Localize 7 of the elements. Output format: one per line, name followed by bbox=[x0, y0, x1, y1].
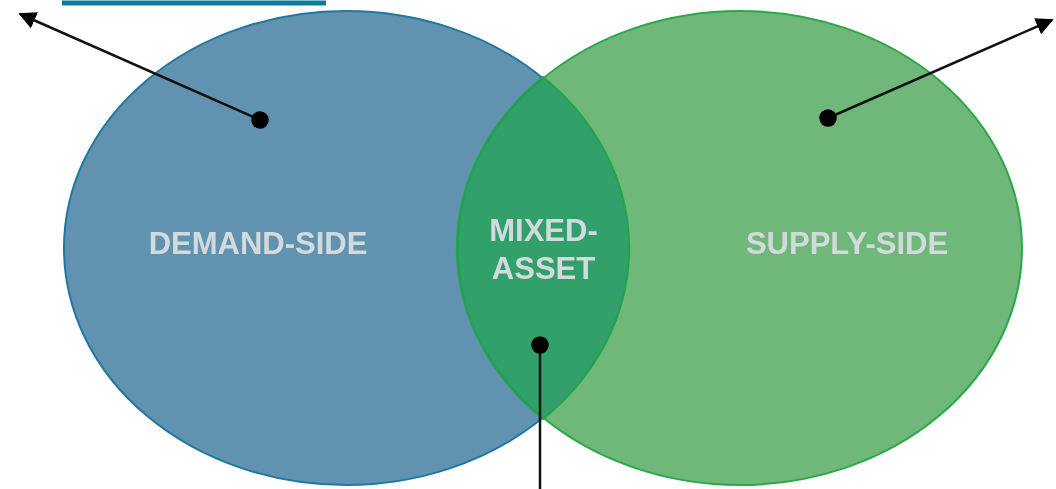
region-label: DEMAND-SIDE bbox=[147, 225, 369, 263]
region-label: MIXED-ASSET bbox=[488, 212, 599, 288]
leader-line bbox=[819, 18, 1054, 127]
leader-line bbox=[18, 12, 269, 129]
overlap-region bbox=[457, 77, 630, 419]
region-label: SUPPLY-SIDE bbox=[744, 225, 950, 263]
leader-line bbox=[531, 336, 549, 489]
